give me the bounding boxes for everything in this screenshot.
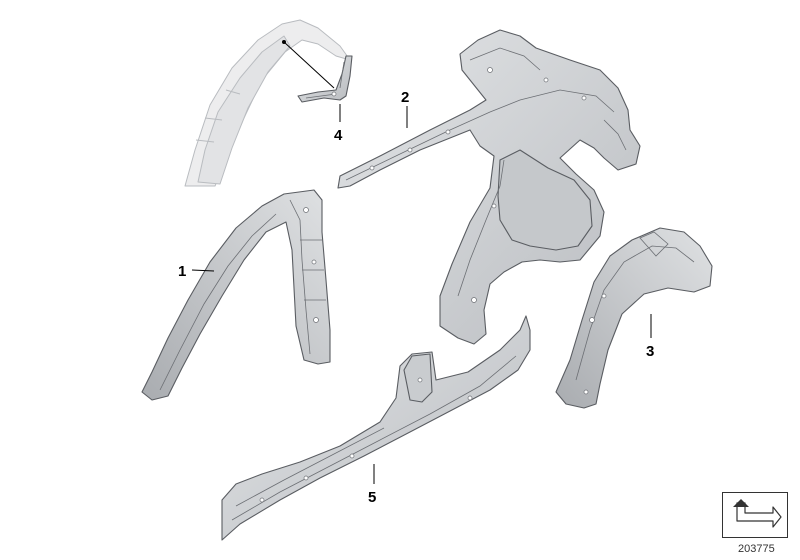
diagram-number: 203775	[738, 543, 775, 555]
part-4-leader	[282, 40, 341, 122]
part-2-side-frame[interactable]	[337, 29, 641, 345]
part-3-wheel-arch[interactable]	[555, 227, 713, 409]
callout-5[interactable]: 5	[368, 489, 376, 506]
callout-3[interactable]: 3	[646, 343, 654, 360]
return-arrow-icon	[733, 499, 782, 528]
callout-4[interactable]: 4	[334, 127, 343, 144]
callout-2[interactable]: 2	[401, 89, 409, 106]
part-5-rocker-panel[interactable]	[221, 315, 531, 541]
ghost-side-frame	[184, 19, 351, 187]
return-arrow-button[interactable]	[722, 492, 788, 538]
part-1-pillar[interactable]	[141, 189, 331, 401]
callout-1[interactable]: 1	[178, 263, 186, 280]
part-1-leader	[191, 269, 215, 272]
part-4-bracket[interactable]	[297, 55, 353, 103]
